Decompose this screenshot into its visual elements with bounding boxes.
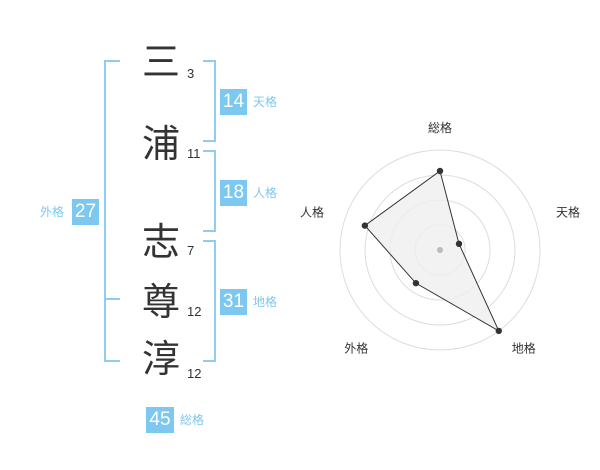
- soukaku-value: 45: [146, 407, 174, 433]
- radar-axis-label-4: 外格: [344, 341, 368, 356]
- tenkaku-value: 14: [220, 89, 247, 115]
- jinkaku-label: 人格: [253, 186, 278, 200]
- radar-point-2: [455, 240, 463, 248]
- chikaku-label: 地格: [253, 295, 278, 309]
- gaikaku-label: 外格: [40, 205, 65, 219]
- tenkaku-label: 天格: [253, 95, 278, 109]
- stroke-count-1: 3: [187, 66, 195, 81]
- radar-point-5: [361, 222, 369, 229]
- radar-point-1: [436, 167, 444, 175]
- gaikaku-value: 27: [72, 199, 99, 225]
- radar-data-area: [364, 170, 500, 333]
- name-char-3: 志: [141, 220, 180, 264]
- radar-point-4: [412, 279, 420, 287]
- radar-axis-label-1: 総格: [428, 120, 452, 135]
- stroke-count-5: 12: [187, 366, 202, 381]
- stroke-count-4: 12: [187, 304, 202, 319]
- radar-center-dot: [437, 247, 443, 253]
- radar-grid-ring: [339, 149, 541, 351]
- name-char-1: 三: [141, 40, 180, 84]
- name-char-4: 尊: [141, 280, 180, 324]
- name-char-2: 浦: [141, 122, 180, 166]
- radar-axis-label-3: 地格: [512, 341, 536, 356]
- chikaku-value: 31: [220, 289, 247, 315]
- stroke-count-2: 11: [187, 146, 201, 161]
- stroke-count-3: 7: [187, 243, 195, 258]
- jinkaku-value: 18: [220, 180, 247, 206]
- tenkaku-bracket: [203, 60, 216, 142]
- name-char-5: 淳: [141, 337, 180, 381]
- jinkaku-bracket: [203, 150, 216, 232]
- radar-point-3: [495, 327, 502, 335]
- radar-axis-label-5: 人格: [300, 204, 324, 219]
- gaikaku-bracket-tick: [104, 298, 120, 300]
- chikaku-bracket: [203, 240, 216, 362]
- soukaku-label: 総格: [180, 413, 205, 427]
- gaikaku-bracket: [104, 60, 120, 362]
- radar-axis-label-2: 天格: [556, 204, 580, 219]
